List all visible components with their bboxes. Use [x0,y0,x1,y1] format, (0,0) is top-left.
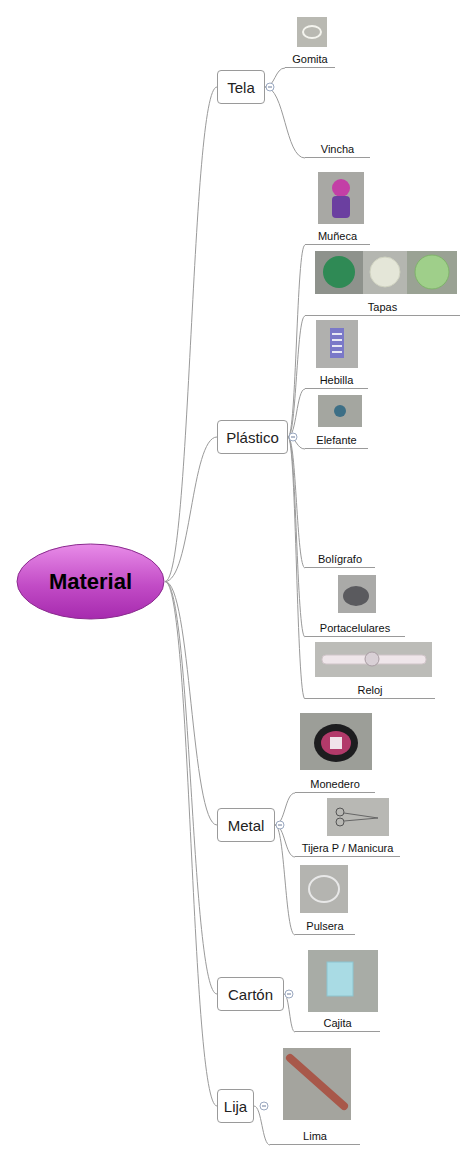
leaf-topic: Bolígrafo [305,550,375,568]
node-label: Tapas [368,301,397,313]
toggle-minus [262,87,295,1106]
branch-box: Tela [217,70,265,104]
leaf-topic: Monedero [295,775,375,793]
photo-object [343,586,369,606]
node-label: Gomita [292,53,327,65]
collapse-toggles [260,83,297,1110]
photo [338,575,376,613]
leaf-topic: Tapas [305,298,460,316]
photo [283,1048,351,1120]
branch-connector [284,994,295,1032]
photo [316,320,358,368]
photo [327,798,389,836]
node-label: Muñeca [318,230,357,242]
branch-connector [275,793,295,825]
leaf-topic: Lima [270,1127,360,1145]
leaf-topic: Cajita [295,1014,380,1032]
photo-object [314,724,358,762]
photo-object [415,255,449,289]
node-label: Reloj [357,684,382,696]
photo-object [332,196,350,218]
node-label: Pulsera [306,920,343,932]
node-label: Cajita [323,1017,351,1029]
leaf-topic: Muñeca [305,227,370,245]
branch-connector [165,582,217,1107]
photo-object [290,1058,344,1106]
leaf-topic: Vincha [305,140,370,158]
photo [318,395,362,427]
photo [315,251,363,294]
photo-object [303,26,321,38]
branch-connector [288,437,305,699]
photo [318,172,364,224]
photo-object [330,328,344,358]
node-label: Tijera P / Manicura [302,842,394,854]
photo-object [330,737,342,749]
photo-object [321,731,351,755]
branch-connector [288,437,305,637]
photo-object [336,818,344,826]
branch-box: Plástico [217,420,288,454]
branch-connector [275,825,295,935]
leaf-topic: Tijera P / Manicura [295,839,400,857]
branch-connector [288,245,305,437]
photo [300,713,372,770]
node-label: Vincha [321,143,354,155]
node-label: Hebilla [320,374,354,386]
photo-object [332,334,342,352]
photo-object [332,179,350,197]
node-label: Lima [303,1130,327,1142]
branch-box: Lija [217,1089,254,1123]
node-label: Elefante [316,434,356,446]
node-label: Lija [224,1098,247,1115]
node-label: Cartón [228,986,273,1003]
photo [315,642,432,677]
leaf-topic: Reloj [305,681,435,699]
photo [300,865,348,913]
branch-connector [165,87,217,582]
toggle-minus [262,87,295,1106]
branch-box: Metal [217,808,275,842]
branch-connector [254,1106,270,1145]
leaf-topic: Hebilla [305,371,368,389]
photo [308,950,378,1012]
photo-object [365,652,379,666]
central-topic: Material [16,543,165,620]
branch-box: Cartón [217,977,284,1011]
branch-connector [265,87,305,158]
photo-object [370,257,400,287]
photo-object [344,813,378,821]
photo [297,17,327,47]
node-label: Material [49,569,132,595]
photo [363,251,407,294]
leaf-topic: Portacelulares [305,619,405,637]
branch-connector [165,582,217,995]
node-label: Portacelulares [320,622,390,634]
photo-object [309,876,339,902]
photo [407,251,457,294]
photo-object [327,962,353,996]
photo-object [336,808,344,816]
leaf-topic: Pulsera [295,917,355,935]
node-label: Monedero [310,778,360,790]
photo-object [334,405,346,417]
leaf-topic: Gomita [285,50,335,68]
ellipse-outline [17,544,164,619]
node-label: Metal [228,817,265,834]
branch-connector [165,437,217,582]
leaf-topic: Elefante [305,431,368,449]
node-label: Tela [227,79,255,96]
branch-connector [288,316,305,437]
node-label: Plástico [226,429,279,446]
node-label: Bolígrafo [318,553,362,565]
photo-object [323,256,355,288]
branch-connector [288,389,305,437]
